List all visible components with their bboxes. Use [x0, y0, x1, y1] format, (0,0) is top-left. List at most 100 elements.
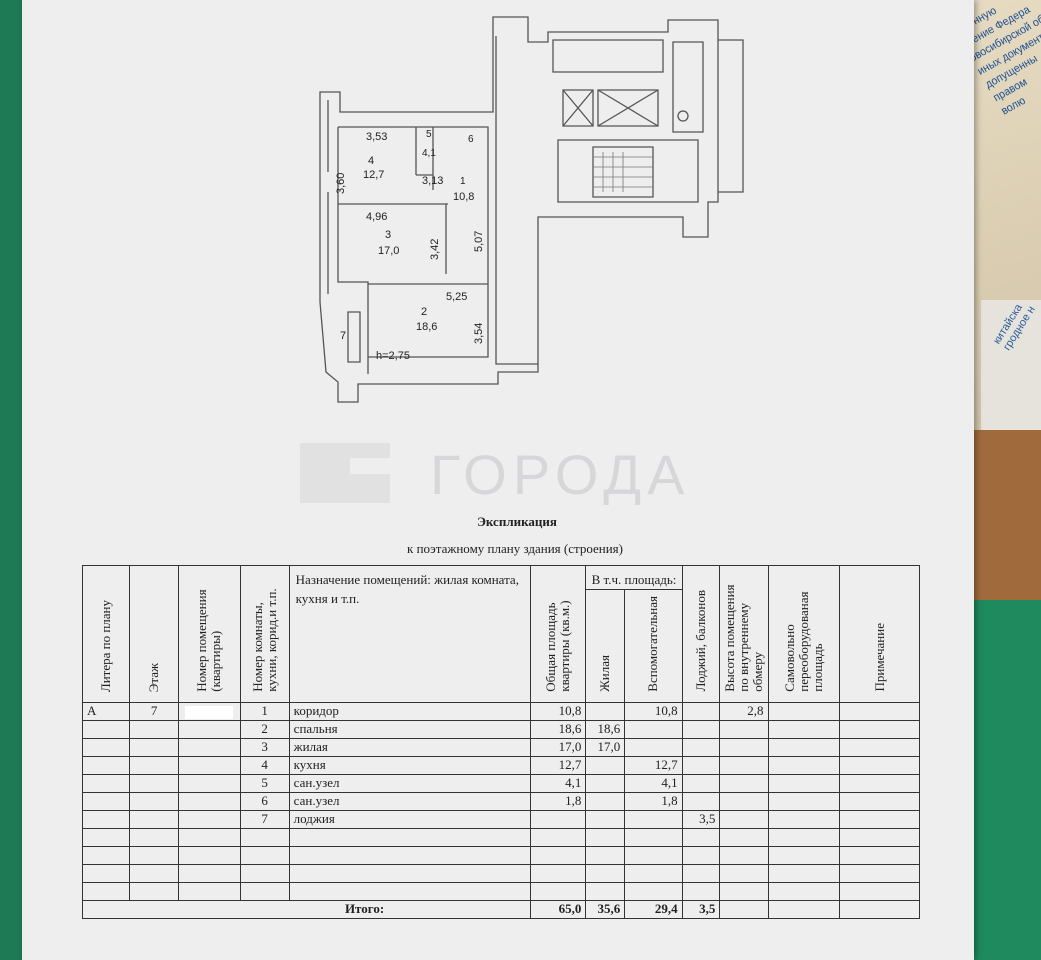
background-table-surface — [961, 430, 1041, 630]
total-area: 65,0 — [530, 899, 587, 919]
cell-living-area — [585, 791, 626, 811]
dim-3-54: 3,54 — [473, 323, 485, 344]
cell-loggia-area — [681, 719, 721, 739]
room-5-number: 5 — [426, 129, 432, 140]
header-purpose: Назначение помещений: жилая комната, кух… — [288, 565, 532, 703]
room-2-number: 2 — [421, 306, 427, 318]
room-3-area: 17,0 — [378, 245, 399, 257]
cell-height — [719, 755, 769, 775]
cell-apartment — [178, 791, 241, 811]
watermark-logo-cutout — [350, 458, 390, 474]
room-7-number: 7 — [340, 330, 346, 342]
cell-apartment — [178, 773, 241, 793]
cell-living-area: 18,6 — [585, 719, 626, 739]
header-living: Жилая — [585, 589, 626, 703]
cell-note — [839, 773, 920, 793]
cell-total-area: 10,8 — [530, 701, 587, 721]
table-total-row: Итого: 65,0 35,6 29,4 3,5 — [81, 899, 920, 919]
table-row: 5 сан.узел 4,1 4,1 — [81, 773, 920, 793]
redaction-box — [185, 705, 234, 719]
cell-room-number: 1 — [239, 701, 290, 721]
background-folder — [971, 600, 1041, 960]
cell-self-rebuilt — [767, 719, 841, 739]
cell-loggia-area — [681, 755, 721, 775]
total-label: Итого: — [81, 899, 532, 919]
watermark: ГОРОДА — [300, 440, 830, 510]
cell-aux-area — [624, 737, 683, 757]
cell-liter — [81, 773, 131, 793]
cell-living-area — [585, 701, 626, 721]
cell-liter — [81, 719, 131, 739]
header-floor: Этаж — [129, 565, 180, 703]
cell-loggia-area — [681, 773, 721, 793]
cell-aux-area — [624, 809, 683, 829]
cell-purpose: спальня — [288, 719, 532, 739]
cell-total-area: 12,7 — [530, 755, 587, 775]
cell-liter — [81, 809, 131, 829]
header-including-area: В т.ч. площадь: — [585, 565, 683, 590]
total-loggia: 3,5 — [681, 899, 721, 919]
table-row: 6 сан.узел 1,8 1,8 — [81, 791, 920, 811]
table-row: 4 кухня 12,7 12,7 — [81, 755, 920, 775]
room-4-number: 4 — [368, 155, 374, 167]
cell-note — [839, 755, 920, 775]
cell-purpose: жилая — [288, 737, 532, 757]
cell-loggia-area — [681, 791, 721, 811]
dim-3-13: 3,13 — [422, 175, 443, 187]
cell-apartment — [178, 737, 241, 757]
dim-4-96: 4,96 — [366, 211, 387, 223]
cell-room-number: 5 — [239, 773, 290, 793]
header-auxiliary: Вспомогательная — [624, 589, 683, 703]
cell-floor — [129, 773, 180, 793]
cell-self-rebuilt — [767, 755, 841, 775]
cell-note — [839, 791, 920, 811]
cell-height — [719, 791, 769, 811]
cell-self-rebuilt — [767, 791, 841, 811]
room-5-area: 4,1 — [422, 148, 436, 159]
cell-floor — [129, 791, 180, 811]
cell-aux-area: 4,1 — [624, 773, 683, 793]
cell-apartment-redacted — [178, 701, 241, 721]
total-aux: 29,4 — [624, 899, 683, 919]
header-height: Высота помещения по внутреннему обмеру — [719, 565, 769, 703]
cell-total-area: 4,1 — [530, 773, 587, 793]
dim-3-53: 3,53 — [366, 131, 387, 143]
cell-total-area: 1,8 — [530, 791, 587, 811]
cell-aux-area — [624, 719, 683, 739]
room-3-number: 3 — [385, 229, 391, 241]
cell-room-number: 7 — [239, 809, 290, 829]
table-row-empty — [81, 863, 920, 883]
header-self-rebuilt: Самовольно переоборудованая площадь — [767, 565, 841, 703]
cell-floor — [129, 809, 180, 829]
header-liter: Литера по плану — [81, 565, 131, 703]
table-row: 3 жилая 17,0 17,0 — [81, 737, 920, 757]
cell-self-rebuilt — [767, 809, 841, 829]
cell-self-rebuilt — [767, 737, 841, 757]
cell-aux-area: 10,8 — [624, 701, 683, 721]
total-self-rebuilt — [767, 899, 841, 919]
cell-liter — [81, 755, 131, 775]
cell-liter — [81, 791, 131, 811]
cell-loggia-area — [681, 701, 721, 721]
total-living: 35,6 — [585, 899, 626, 919]
header-room-number: Номер комнаты, кухни, корид.и т.п. — [239, 565, 290, 703]
cell-note — [839, 809, 920, 829]
dim-3-60: 3,60 — [335, 173, 347, 194]
cell-height — [719, 773, 769, 793]
room-4-area: 12,7 — [363, 169, 384, 181]
table-row-empty — [81, 881, 920, 901]
table-row: 7 лоджия 3,5 — [81, 809, 920, 829]
room-1-number: 1 — [460, 176, 466, 187]
cell-floor: 7 — [129, 701, 180, 721]
cell-liter: А — [81, 701, 131, 721]
cell-purpose: сан.узел — [288, 773, 532, 793]
cell-apartment — [178, 809, 241, 829]
cell-height — [719, 737, 769, 757]
cell-liter — [81, 737, 131, 757]
cell-floor — [129, 737, 180, 757]
cell-loggia-area: 3,5 — [681, 809, 721, 829]
table-row: А 7 1 коридор 10,8 10,8 2,8 — [81, 701, 920, 721]
cell-total-area — [530, 809, 587, 829]
cell-purpose: коридор — [288, 701, 532, 721]
header-total-area: Общая площадь квартиры (кв.м.) — [530, 565, 587, 703]
